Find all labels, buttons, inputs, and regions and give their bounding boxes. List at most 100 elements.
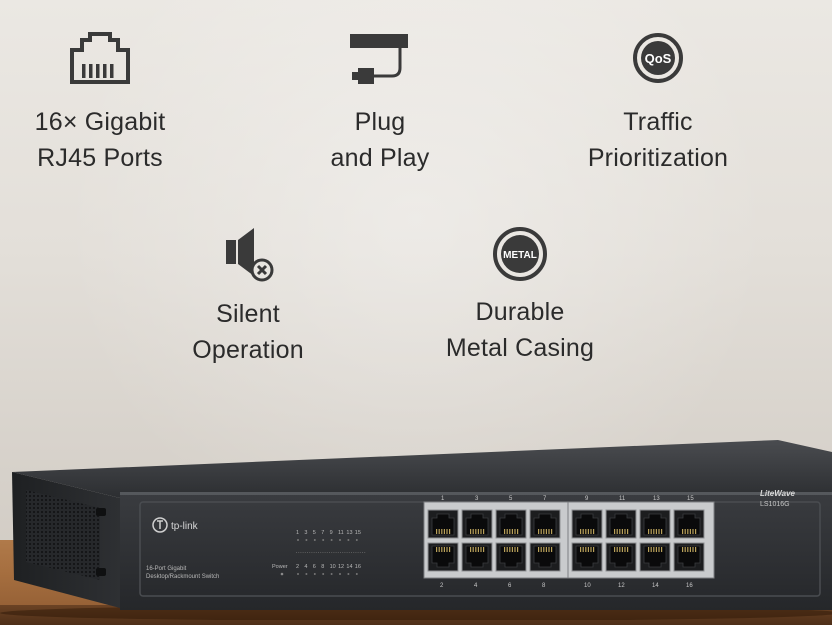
port-number-bottom: 4 [474, 583, 478, 589]
led-separator-dot [318, 552, 319, 553]
feature-silent-line2: Operation [192, 336, 304, 364]
rj45-port[interactable] [639, 509, 671, 539]
device-description-line2: Desktop/Rackmount Switch [146, 574, 219, 580]
feature-ports-line1: 16× Gigabit [34, 108, 166, 136]
led-separator-dot [320, 552, 322, 553]
led-separator-dot [309, 552, 311, 553]
feature-metal-line1: Durable [475, 298, 565, 326]
rj45-port[interactable] [639, 542, 671, 572]
port-number-top: 7 [543, 496, 547, 502]
qos-badge-text: QoS [645, 51, 672, 66]
port-number-top: 9 [585, 496, 589, 502]
led-separator-dot [326, 552, 328, 553]
feature-plug-and-play: Plug and Play [290, 32, 470, 176]
rj45-port[interactable] [529, 509, 561, 539]
led-separator-dot [355, 552, 357, 553]
port-number-bottom: 16 [686, 583, 693, 589]
port-number-top: 11 [619, 496, 626, 502]
led-number-bottom: 6 [313, 564, 316, 570]
port-led [330, 539, 333, 541]
led-separator-dot [362, 552, 363, 553]
rj45-port[interactable] [427, 542, 459, 572]
rj45-port[interactable] [529, 542, 561, 572]
rj45-port[interactable] [571, 542, 603, 572]
rj45-port[interactable] [673, 542, 705, 572]
rj45-port[interactable] [495, 542, 527, 572]
feature-traffic-prioritization: QoS Traffic Prioritization [568, 32, 748, 176]
network-switch: tp-link 16-Port Gigabit Desktop/Rackmoun… [0, 430, 832, 621]
feature-silent-operation: Silent Operation [158, 226, 338, 368]
port-led [355, 573, 358, 575]
rj45-port[interactable] [673, 509, 705, 539]
led-separator-dot [302, 552, 304, 553]
port-number-bottom: 2 [440, 583, 444, 589]
led-number-bottom: 16 [355, 564, 361, 570]
led-separator-dot [296, 552, 297, 553]
rj45-port[interactable] [605, 542, 637, 572]
led-number-bottom: 8 [321, 564, 324, 570]
led-number-top: 1 [296, 530, 299, 536]
led-separator-dot [311, 552, 313, 553]
led-separator-dot [298, 552, 300, 553]
led-separator-dot [331, 552, 333, 553]
port-led [330, 573, 333, 575]
led-separator-dot [348, 552, 350, 553]
port-number-top: 1 [441, 496, 445, 502]
led-number-top: 11 [338, 530, 344, 536]
rj45-port[interactable] [461, 509, 493, 539]
port-number-bottom: 12 [618, 583, 625, 589]
led-separator-dot [340, 552, 341, 553]
feature-plug-line1: Plug [354, 108, 406, 136]
led-separator-dot [313, 552, 315, 553]
led-separator-dot [300, 552, 302, 553]
port-led [339, 539, 341, 541]
led-number-top: 7 [321, 530, 324, 536]
plug-icon [350, 34, 408, 84]
qos-badge-icon: QoS [633, 33, 683, 83]
led-number-bottom: 14 [346, 564, 352, 570]
rj45-port[interactable] [571, 509, 603, 539]
led-number-bottom: 10 [330, 564, 336, 570]
device-description-line1: 16-Port Gigabit [146, 566, 187, 572]
led-separator-dot [329, 552, 330, 553]
led-separator-dot [353, 552, 355, 553]
port-led [322, 539, 325, 541]
speaker-muted-icon [226, 228, 274, 282]
rj45-port[interactable] [605, 509, 637, 539]
port-led [313, 539, 316, 541]
metal-badge-text: METAL [503, 250, 537, 261]
port-led [305, 573, 308, 575]
port-led [347, 573, 350, 575]
led-separator-dot [335, 552, 337, 553]
port-number-top: 5 [509, 496, 513, 502]
led-separator-dot [333, 552, 335, 553]
port-led [355, 539, 358, 541]
port-number-bottom: 10 [584, 583, 591, 589]
port-number-top: 13 [653, 496, 660, 502]
led-number-top: 9 [330, 530, 333, 536]
port-number-bottom: 6 [508, 583, 512, 589]
port-led [339, 573, 341, 575]
rj45-port[interactable] [427, 509, 459, 539]
ethernet-port-icon [70, 32, 130, 84]
rj45-port[interactable] [495, 509, 527, 539]
port-number-bottom: 14 [652, 583, 659, 589]
led-number-bottom: 2 [296, 564, 299, 570]
brand-logo-text: tp-link [171, 521, 199, 532]
led-separator-dot [315, 552, 317, 553]
led-separator-dot [359, 552, 361, 553]
port-led [313, 573, 316, 575]
led-separator-dot [304, 552, 306, 553]
feature-qos-line2: Prioritization [587, 144, 729, 172]
feature-metal-line2: Metal Casing [445, 334, 595, 362]
port-led [305, 539, 308, 541]
led-separator-dot [351, 552, 352, 553]
port-led [297, 573, 299, 575]
led-separator-dot [307, 552, 308, 553]
led-separator-dot [342, 552, 344, 553]
port-number-top: 15 [687, 496, 694, 502]
led-number-top: 3 [304, 530, 307, 536]
series-logo-text: LiteWave [760, 489, 796, 498]
rj45-port[interactable] [461, 542, 493, 572]
led-number-top: 13 [346, 530, 352, 536]
